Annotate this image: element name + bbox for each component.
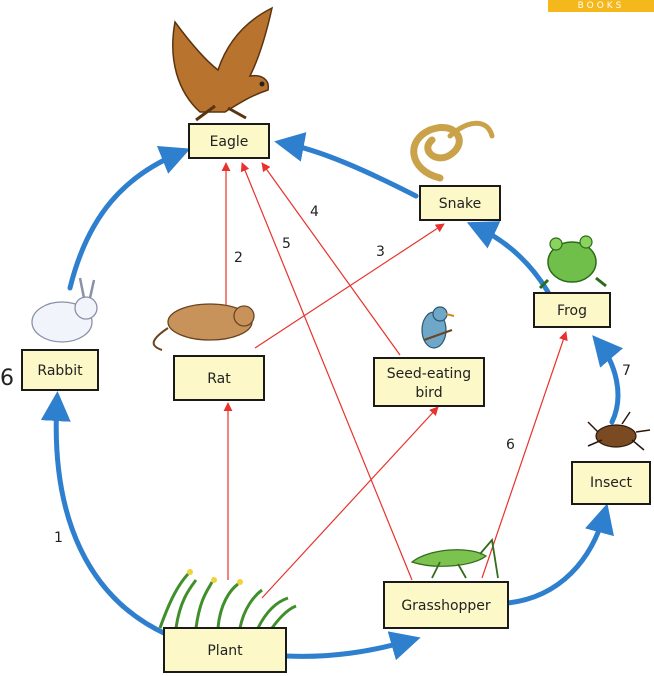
rat-illustration bbox=[154, 304, 254, 350]
node-grasshopper-label: Grasshopper bbox=[401, 598, 491, 614]
node-frog: Frog bbox=[534, 293, 610, 327]
rabbit-illustration bbox=[32, 278, 97, 342]
arrow-plant-to-grasshopper bbox=[286, 640, 412, 656]
node-eagle: Eagle bbox=[189, 124, 269, 158]
insect-illustration bbox=[588, 412, 650, 450]
node-snake-label: Snake bbox=[439, 196, 482, 212]
main-chain-arrows bbox=[56, 143, 618, 656]
arrow-frog-to-snake bbox=[475, 226, 548, 292]
node-insect-label: Insect bbox=[590, 475, 633, 491]
grasshopper-illustration bbox=[412, 540, 498, 578]
chain-number-2: 2 bbox=[234, 250, 243, 266]
node-rabbit-label: Rabbit bbox=[37, 363, 83, 379]
arrow-plant-to-bird bbox=[262, 407, 438, 598]
arrow-snake-to-eagle bbox=[283, 143, 416, 196]
chain-number-3: 3 bbox=[376, 244, 385, 260]
chain-number-1: 1 bbox=[54, 530, 63, 546]
frog-illustration bbox=[540, 236, 606, 288]
chain-number-5: 5 bbox=[282, 236, 291, 252]
node-rabbit: Rabbit bbox=[22, 350, 98, 390]
chain-number-7: 7 bbox=[622, 363, 631, 379]
node-seed-eating-bird-label-line2: bird bbox=[415, 385, 442, 401]
arrow-insect-to-frog bbox=[598, 342, 618, 422]
node-snake: Snake bbox=[420, 186, 500, 220]
arrow-grasshopper-to-frog bbox=[482, 332, 566, 578]
node-insect: Insect bbox=[572, 462, 650, 504]
chain-number-4: 4 bbox=[310, 204, 319, 220]
node-rat-label: Rat bbox=[207, 371, 231, 387]
chain-numbers: 1 2 3 4 5 6 7 bbox=[54, 204, 631, 546]
arrow-grasshopper-to-insect bbox=[508, 512, 605, 603]
node-eagle-label: Eagle bbox=[210, 134, 249, 150]
arrow-rabbit-to-eagle bbox=[70, 152, 182, 288]
node-grasshopper: Grasshopper bbox=[384, 582, 508, 628]
node-seed-eating-bird: Seed-eating bird bbox=[374, 358, 484, 406]
node-frog-label: Frog bbox=[557, 303, 587, 319]
chain-number-6: 6 bbox=[506, 437, 515, 453]
node-rat: Rat bbox=[174, 356, 264, 400]
bird-illustration bbox=[422, 307, 454, 348]
node-seed-eating-bird-label-line1: Seed-eating bbox=[387, 366, 471, 382]
eagle-illustration bbox=[173, 8, 272, 120]
snake-illustration bbox=[414, 123, 492, 178]
node-plant-label: Plant bbox=[207, 643, 243, 659]
node-plant: Plant bbox=[164, 628, 286, 672]
arrow-plant-to-rabbit bbox=[56, 400, 168, 635]
